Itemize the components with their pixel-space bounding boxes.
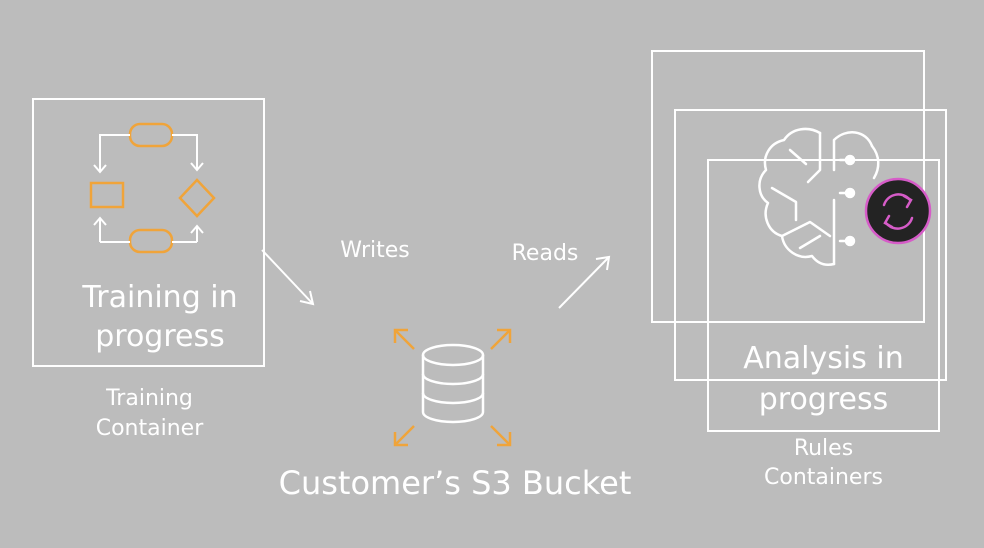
- brain-circuit-icon: [758, 127, 880, 266]
- training-status-line2: progress: [95, 319, 225, 354]
- database-icon: [421, 343, 485, 424]
- rules-container-box-back: [651, 50, 925, 323]
- bucket-label: Customer’s S3 Bucket: [278, 464, 632, 502]
- training-status-line1: Training in: [82, 280, 238, 315]
- expand-arrows-icon: [393, 328, 512, 447]
- analysis-status-line1: Analysis in: [743, 341, 904, 376]
- training-container-box: [32, 98, 265, 367]
- refresh-badge-icon: [864, 177, 932, 245]
- rules-container-label-line1: Rules: [793, 436, 854, 461]
- rules-container-box-middle: [674, 109, 947, 381]
- reads-arrow: [558, 255, 611, 309]
- workflow-icon: [89, 122, 216, 254]
- training-container-label-line1: Training: [106, 386, 193, 411]
- writes-label: Writes: [340, 238, 410, 263]
- rules-container-box-front: [707, 159, 940, 432]
- writes-arrow: [261, 249, 315, 306]
- analysis-status-line2: progress: [758, 382, 889, 417]
- rules-container-label-line2: Containers: [764, 465, 883, 490]
- reads-label: Reads: [511, 241, 579, 266]
- training-container-label-line2: Container: [95, 416, 204, 441]
